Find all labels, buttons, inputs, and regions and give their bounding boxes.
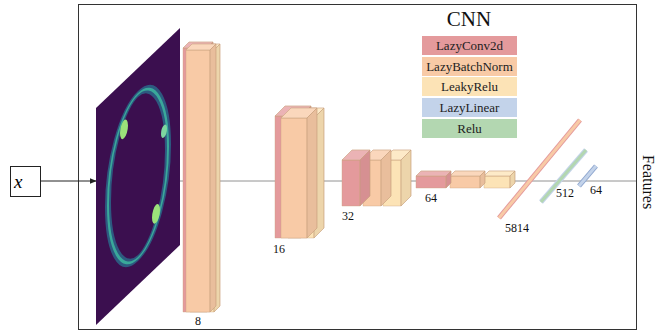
legend-title: CNN — [447, 7, 491, 32]
input-symbol: x⃗ — [14, 171, 37, 193]
channel-count: 8 — [195, 314, 201, 329]
legend-swatch: LazyLinear — [422, 98, 517, 117]
block-face — [416, 176, 446, 188]
unit-count: 64 — [590, 183, 602, 198]
output-label: Features — [639, 155, 657, 209]
input-wire — [37, 181, 96, 182]
block-face — [484, 171, 515, 176]
block-face — [510, 171, 515, 188]
block-face — [416, 171, 451, 176]
unit-count: 5814 — [505, 221, 529, 236]
block-face — [480, 171, 485, 188]
block-face — [484, 171, 515, 176]
block-face — [401, 150, 411, 206]
legend-text: LeakyRelu — [441, 79, 498, 95]
block-face — [480, 171, 485, 188]
legend-text: Relu — [457, 121, 482, 137]
block-face — [484, 176, 510, 188]
legend-swatch: LazyBatchNorm — [422, 57, 517, 76]
block-face — [446, 171, 451, 188]
linear-layer — [541, 150, 586, 202]
block-face — [210, 44, 216, 312]
block-face — [381, 150, 391, 206]
block-face — [381, 150, 391, 206]
input-box: x⃗ — [10, 166, 41, 197]
channel-count: 64 — [425, 191, 437, 206]
block-face — [450, 171, 485, 176]
block-face — [450, 171, 485, 176]
block-face — [416, 171, 451, 176]
layer-blocks — [183, 42, 596, 312]
block-face — [450, 176, 480, 188]
block-face — [446, 171, 451, 188]
block-face — [281, 118, 307, 238]
block-face — [510, 171, 515, 188]
block-face — [307, 108, 317, 238]
legend-text: LazyBatchNorm — [426, 59, 513, 75]
legend-swatch: LazyConv2d — [422, 36, 517, 55]
block-face — [360, 150, 370, 206]
block-face — [401, 150, 411, 206]
unit-count: 512 — [556, 186, 574, 201]
legend-swatch: Relu — [422, 119, 517, 138]
block-face — [210, 44, 216, 312]
channel-count: 16 — [273, 242, 285, 257]
block-face — [307, 108, 317, 238]
channel-count: 32 — [342, 209, 354, 224]
legend-text: LazyConv2d — [436, 38, 503, 54]
legend-swatch: LeakyRelu — [422, 77, 517, 96]
input-image — [96, 28, 180, 325]
outer-frame — [79, 5, 637, 330]
block-face — [342, 160, 360, 206]
legend-text: LazyLinear — [440, 100, 500, 116]
block-face — [186, 50, 210, 312]
block-face — [360, 150, 370, 206]
linear-layer — [541, 150, 586, 202]
